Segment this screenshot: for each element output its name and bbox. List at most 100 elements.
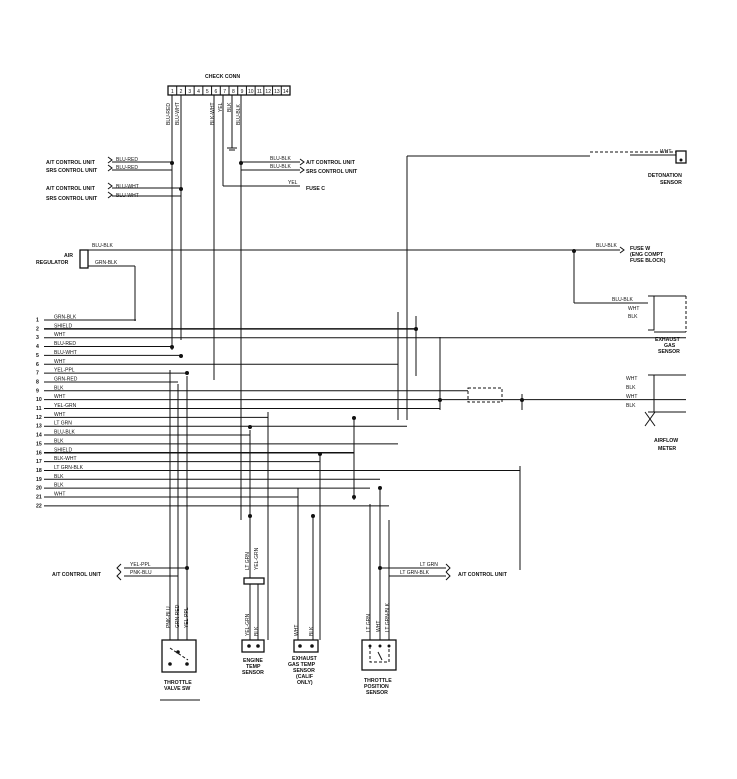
exhaust-label-2: GAS [664, 343, 676, 349]
throttle-position-sensor: LT GRN WHT LT GRN-BLK THROTTLE POSITION … [361, 602, 397, 696]
check-wire-label: YEL [218, 102, 224, 112]
ecu-wire-label: SHIELD [54, 447, 72, 453]
ecu-pin-number: 12 [36, 415, 42, 421]
ecu-wire-label: GRN-RED [54, 376, 78, 382]
at-control-unit-left: A/T CONTROL UNIT YEL-PPL PNK-BLU [52, 562, 189, 581]
egt-label-1: EXHAUST [292, 656, 318, 662]
ecu-pin-number: 10 [36, 397, 42, 403]
splice-dot [352, 416, 356, 420]
ecu-pin-number: 3 [36, 335, 39, 341]
airflow-label-2: METER [658, 446, 676, 452]
wire-label: YEL-PPL [184, 607, 190, 628]
module-label: SRS CONTROL UNIT [306, 169, 358, 175]
check-wire-label: BLK [227, 102, 233, 112]
pin-number: 8 [232, 89, 235, 95]
ecu-pin-number: 21 [36, 495, 42, 501]
tps-label-2: POSITION [364, 684, 389, 690]
wire-label: LT GRN-BLK [400, 570, 430, 576]
ecu-wire-label: LT GRN-BLK [54, 465, 84, 471]
pin-number: 14 [283, 89, 289, 95]
ecu-pin-number: 1 [36, 318, 39, 324]
ecu-pin-number: 5 [36, 353, 39, 359]
ecu-wire-label: BLK [54, 474, 64, 480]
ecu-pin-number: 14 [36, 433, 42, 439]
splice-dot [179, 354, 183, 358]
exhaust-label-1: EXHAUST [655, 337, 681, 343]
wire-label: GRN-RED [175, 604, 181, 628]
ecu-wire-label: BLU-BLK [54, 430, 76, 436]
wire-label: LT GRN [366, 614, 372, 632]
detonation-label-1: DETONATION [648, 173, 682, 179]
ecu-pin-number: 4 [36, 344, 39, 350]
fuse-w-wire: BLU-BLK [596, 243, 618, 249]
ecu-pin-number: 20 [36, 486, 42, 492]
ecu-pin-number: 11 [36, 406, 42, 412]
wire-label: LT GRN-BLK [385, 602, 391, 632]
ecu-wire-label: BLU-RED [54, 341, 76, 347]
throttle-valve-label-2: VALVE SW [164, 686, 190, 692]
check-wire-label: BLU-WHT [175, 102, 181, 125]
ecu-pin-number: 15 [36, 441, 42, 447]
airflow-wire: WHT [626, 394, 637, 400]
fuse-c-label: FUSE C [306, 186, 325, 192]
pin-number: 12 [265, 89, 271, 95]
ecu-wire-label: BLK [54, 438, 64, 444]
ecu-pin-number: 13 [36, 424, 42, 430]
wire-label: YEL-GRN [245, 613, 251, 636]
ecu-wire-label: LT GRN [54, 421, 72, 427]
engine-temp-label-2: TEMP [246, 664, 261, 670]
airflow-wire: WHT [626, 376, 637, 382]
wire-label: LT GRN [245, 552, 251, 570]
ecu-wire-label: SHIELD [54, 323, 72, 329]
wire-label: LT GRN [420, 562, 438, 568]
check-wire-label: BLU-BLK [236, 103, 242, 125]
air-regulator-label-1: AIR [64, 253, 73, 259]
tps-label-1: THROTTLE [364, 678, 392, 684]
fuse-w-label-3: FUSE BLOCK) [630, 258, 666, 264]
tps-label-3: SENSOR [366, 690, 388, 696]
check-wire-label: BLU-RED [166, 103, 172, 125]
ecu-pin-number: 17 [36, 459, 42, 465]
throttle-valve-switch: PNK-BLU GRN-RED YEL-PPL THROTTLE VALVE S… [161, 604, 197, 692]
wire-label: BLU-BLK [270, 156, 292, 162]
module-label: A/T CONTROL UNIT [46, 160, 96, 166]
ecu-pin-number: 22 [36, 503, 42, 509]
ecu-wire-label: BLK-WHT [54, 456, 77, 462]
ecu-wire-label: BLK [54, 385, 64, 391]
right-control-units: BLU-BLK BLU-BLK A/T CONTROL UNIT SRS CON… [223, 156, 358, 192]
exhaust-wire: BLU-BLK [612, 297, 634, 303]
pin-number: 4 [197, 89, 200, 95]
splice-dot [170, 345, 174, 349]
exhaust-gas-temp-sensor: WHT BLK EXHAUST GAS TEMP SENSOR (CALIF O… [288, 625, 319, 686]
pin-number: 2 [180, 89, 183, 95]
left-control-units: A/T CONTROL UNIT SRS CONTROL UNIT A/T CO… [46, 156, 183, 202]
ecu-wire-label: BLK [54, 483, 64, 489]
engine-temp-sensor: LT GRN YEL-GRN YEL-GRN BLK ENGINE TEMP S… [241, 547, 265, 676]
splice-dot [248, 425, 252, 429]
wire-label: WHT [376, 621, 382, 632]
egt-label-5: ONLY) [297, 680, 313, 686]
engine-temp-label-1: ENGINE [243, 658, 263, 664]
ecu-wire-label: GRN-BLK [54, 315, 77, 321]
pin-number: 3 [188, 89, 191, 95]
pin-number: 5 [206, 89, 209, 95]
ecu-wire-label: WHT [54, 394, 65, 400]
ecu-wire-label: BLU-WHT [54, 350, 77, 356]
pin-number: 1 [171, 89, 174, 95]
at-control-unit-right: LT GRN LT GRN-BLK A/T CONTROL UNIT [378, 562, 508, 581]
module-label: SRS CONTROL UNIT [46, 168, 98, 174]
ecu-pin-number: 16 [36, 450, 42, 456]
wire-label: BLK [309, 626, 315, 636]
ecu-pin-number: 6 [36, 362, 39, 368]
ecu-wire-label: WHT [54, 492, 65, 498]
ecu-pin-number: 8 [36, 379, 39, 385]
wire-label: WHT [294, 625, 300, 636]
wire-label: PNK-BLU [166, 606, 172, 628]
pin-number: 6 [215, 89, 218, 95]
egt-label-4: (CALIF [296, 674, 313, 680]
detonation-label-2: SENSOR [660, 180, 682, 186]
pin-number: 9 [241, 89, 244, 95]
airflow-label-1: AIRFLOW [654, 438, 678, 444]
